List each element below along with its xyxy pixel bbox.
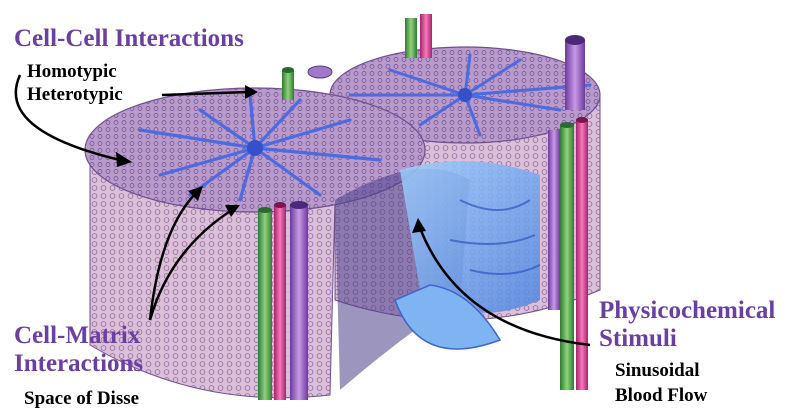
blood-flow-label: Blood Flow [615, 386, 707, 405]
sinusoidal-label: Sinusoidal [615, 361, 700, 380]
space-of-disse-label: Space of Disse [24, 389, 139, 408]
heterotypic-label: Heterotypic [27, 85, 123, 104]
cell-cell-interactions-title: Cell-Cell Interactions [14, 26, 244, 51]
physicochemical-title-line2: Stimuli [599, 326, 677, 351]
cell-matrix-title-line1: Cell-Matrix [14, 323, 140, 348]
homotypic-label: Homotypic [27, 62, 117, 81]
physicochemical-title-line1: Physicochemical [599, 298, 775, 323]
cell-matrix-title-line2: Interactions [14, 351, 143, 376]
